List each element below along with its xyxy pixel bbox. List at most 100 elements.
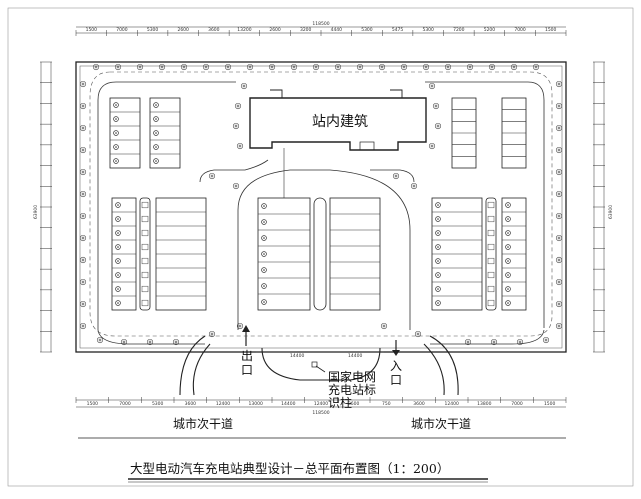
entrance-label-2: 口 <box>390 373 402 387</box>
top-dimension-segment: 4440 <box>331 27 343 33</box>
bottom-dimension-segment: 7000 <box>119 401 131 407</box>
sign-column: 国家电网 充电站标 识柱 <box>311 361 376 410</box>
bottom-dimension-chain: 118500 1500 7000 5300 3600 12400 13000 14400 12… <box>75 397 567 416</box>
bottom-dimension-segment: 12400 <box>216 401 230 407</box>
top-dimension-segment: 5475 <box>392 27 404 33</box>
road-edges <box>97 81 545 345</box>
tree-icon <box>158 63 166 71</box>
bottom-dimension-segment: 3600 <box>185 401 197 407</box>
tree-icon <box>555 212 563 220</box>
parking-right-chargers <box>501 197 527 311</box>
tree-icon <box>236 142 244 150</box>
tree-icon <box>466 63 474 71</box>
bottom-dimension-segment: 14400 <box>281 401 295 407</box>
tree-icon <box>79 278 87 286</box>
top-dimension-segment: 7000 <box>514 27 526 33</box>
tree-icon <box>555 190 563 198</box>
bottom-dimension-segment: 7000 <box>511 401 523 407</box>
tree-icon <box>290 63 298 71</box>
tree-icon <box>428 82 436 90</box>
bottom-dimension-segment: 13000 <box>249 401 263 407</box>
parking-areas <box>109 97 527 311</box>
top-dimension-segment: 7200 <box>453 27 465 33</box>
tree-icon <box>555 256 563 264</box>
tree-icon <box>180 63 188 71</box>
road-label-right: 城市次干道 <box>411 416 471 431</box>
tree-icon <box>378 63 386 71</box>
bottom-dimension-segment: 3600 <box>413 401 425 407</box>
tree-icon <box>79 146 87 154</box>
tree-icon <box>532 63 540 71</box>
tree-icon <box>410 182 418 190</box>
tree-icon <box>432 102 440 110</box>
tree-icon <box>268 63 276 71</box>
road-centerline <box>89 71 553 337</box>
tree-icon <box>542 336 550 344</box>
tree-icon <box>202 63 210 71</box>
tree-icon <box>240 82 248 90</box>
tree-icon <box>392 172 400 180</box>
entrance-label-1: 入 <box>390 359 402 373</box>
tree-icon <box>79 168 87 176</box>
tree-icon <box>79 212 87 220</box>
top-dimension-segment: 1500 <box>86 27 98 33</box>
sheet-border <box>7 7 634 487</box>
top-total-dimension: 118500 <box>312 21 329 27</box>
bottom-dimension-segment: 13800 <box>477 401 491 407</box>
tree-icon <box>312 63 320 71</box>
top-dimension-segment: 1500 <box>545 27 557 33</box>
tree-icon <box>422 63 430 71</box>
tree-icon <box>555 322 563 330</box>
top-dimension-segment: 3600 <box>208 27 220 33</box>
tree-icon <box>92 63 100 71</box>
parking-middle-right <box>329 197 381 311</box>
exit-label-1: 出 <box>241 349 253 363</box>
gate-dim-text: 14400 <box>290 353 304 359</box>
exit-label-2: 口 <box>241 363 253 377</box>
tree-icon <box>96 336 104 344</box>
top-dimension-segment: 5200 <box>484 27 496 33</box>
tree-icon <box>224 63 232 71</box>
sign-label-1: 国家电网 <box>328 369 376 384</box>
top-dimension-segment: 2600 <box>269 27 281 33</box>
tree-icon <box>136 63 144 71</box>
bottom-dimension-segment: 12400 <box>314 401 328 407</box>
parking-top-right-a <box>451 97 477 169</box>
tree-icon <box>79 322 87 330</box>
tree-icon <box>79 300 87 308</box>
tree-icon <box>555 146 563 154</box>
parking-top-left-b <box>149 97 181 169</box>
top-dimension-segment: 13200 <box>237 27 251 33</box>
tree-icon <box>79 80 87 88</box>
tree-icon <box>428 142 436 150</box>
station-building: 站内建筑 <box>249 89 427 204</box>
bottom-dimension-segment: 1500 <box>87 401 99 407</box>
parking-middle-left <box>257 197 311 311</box>
left-total-dimension: 63900 <box>33 205 39 219</box>
tree-icon <box>555 300 563 308</box>
gate-dim-text-2: 14400 <box>348 353 362 359</box>
tree-icon <box>400 63 408 71</box>
parking-right-stalls <box>431 197 483 311</box>
top-dimension-segment: 5300 <box>147 27 159 33</box>
access-roads <box>179 335 459 396</box>
tree-icon <box>555 168 563 176</box>
left-dimension-chain: 63900 <box>33 61 52 353</box>
tree-icon <box>79 234 87 242</box>
tree-icon <box>555 234 563 242</box>
tree-icon <box>334 63 342 71</box>
tree-icon <box>246 63 254 71</box>
tree-icon <box>79 102 87 110</box>
tree-icon <box>114 63 122 71</box>
parking-left-chargers <box>111 197 137 311</box>
bottom-total-dimension: 118500 <box>312 410 329 416</box>
bottom-dimension-segment: 5300 <box>152 401 164 407</box>
median-island <box>313 197 327 311</box>
top-dimension-segment: 5300 <box>361 27 373 33</box>
charger-strip-left <box>139 197 151 311</box>
right-dimension-chain: 63900 <box>593 61 614 353</box>
sign-label-3: 识柱 <box>328 395 352 410</box>
building-label: 站内建筑 <box>312 114 368 130</box>
